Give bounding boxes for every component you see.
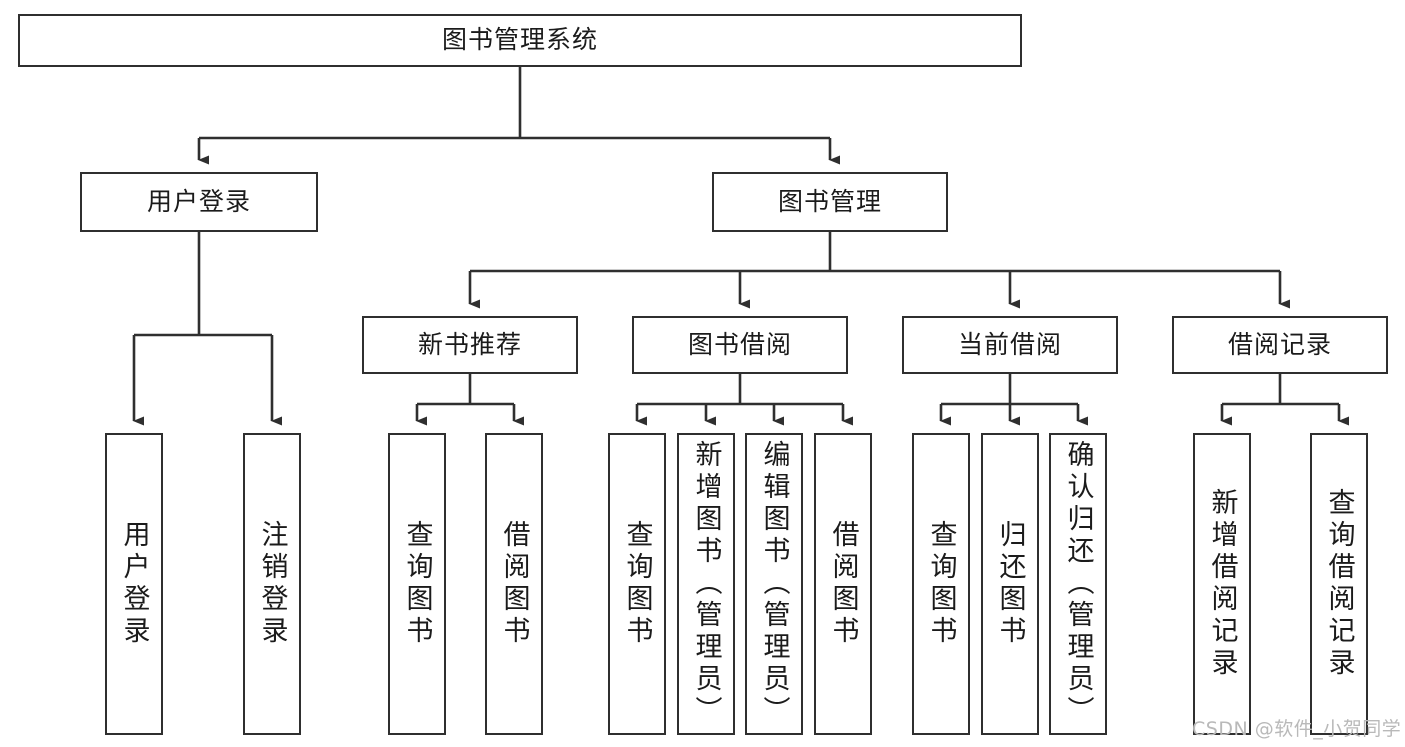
node-label: 查询图书 (401, 520, 433, 648)
node-user-login[interactable]: 用户登录 (80, 172, 318, 232)
node-label: 借阅图书 (827, 520, 859, 648)
node-leaf-borrow-book-1[interactable]: 借阅图书 (485, 433, 543, 735)
node-label: 新增借阅记录 (1206, 488, 1238, 680)
node-label: 借阅图书 (498, 520, 530, 648)
node-leaf-return-book[interactable]: 归还图书 (981, 433, 1039, 735)
node-leaf-query-book-1[interactable]: 查询图书 (388, 433, 446, 735)
node-book-management[interactable]: 图书管理 (712, 172, 948, 232)
node-leaf-query-record[interactable]: 查询借阅记录 (1310, 433, 1368, 735)
node-label: 新增图书（管理员） (690, 440, 722, 728)
node-leaf-add-book[interactable]: 新增图书（管理员） (677, 433, 735, 735)
node-label: 图书管理系统 (441, 25, 598, 55)
node-book-borrow[interactable]: 图书借阅 (632, 316, 848, 374)
node-label: 图书借阅 (687, 329, 792, 359)
node-label: 编辑图书（管理员） (758, 440, 790, 728)
node-label: 查询图书 (925, 520, 957, 648)
node-label: 借阅记录 (1227, 329, 1332, 359)
node-label: 查询图书 (621, 520, 653, 648)
node-leaf-query-book-3[interactable]: 查询图书 (912, 433, 970, 735)
node-leaf-add-record[interactable]: 新增借阅记录 (1193, 433, 1251, 735)
node-current-borrow[interactable]: 当前借阅 (902, 316, 1118, 374)
node-label: 注销登录 (256, 520, 288, 648)
node-label: 查询借阅记录 (1323, 488, 1355, 680)
node-label: 新书推荐 (417, 329, 522, 359)
node-leaf-edit-book[interactable]: 编辑图书（管理员） (745, 433, 803, 735)
node-leaf-user-login[interactable]: 用户登录 (105, 433, 163, 735)
node-label: 用户登录 (118, 520, 150, 648)
node-label: 确认归还（管理员） (1062, 440, 1094, 728)
node-label: 用户登录 (146, 186, 251, 216)
node-leaf-confirm-return[interactable]: 确认归还（管理员） (1049, 433, 1107, 735)
csdn-watermark: CSDN @软件_小贺同学 (1192, 718, 1402, 740)
node-label: 图书管理 (777, 186, 882, 216)
node-leaf-borrow-book-2[interactable]: 借阅图书 (814, 433, 872, 735)
node-new-book-recommend[interactable]: 新书推荐 (362, 316, 578, 374)
node-label: 归还图书 (994, 520, 1026, 648)
node-root-book-management-system[interactable]: 图书管理系统 (18, 14, 1022, 67)
node-label: 当前借阅 (957, 329, 1062, 359)
node-leaf-logout-login[interactable]: 注销登录 (243, 433, 301, 735)
node-borrow-record[interactable]: 借阅记录 (1172, 316, 1388, 374)
node-leaf-query-book-2[interactable]: 查询图书 (608, 433, 666, 735)
